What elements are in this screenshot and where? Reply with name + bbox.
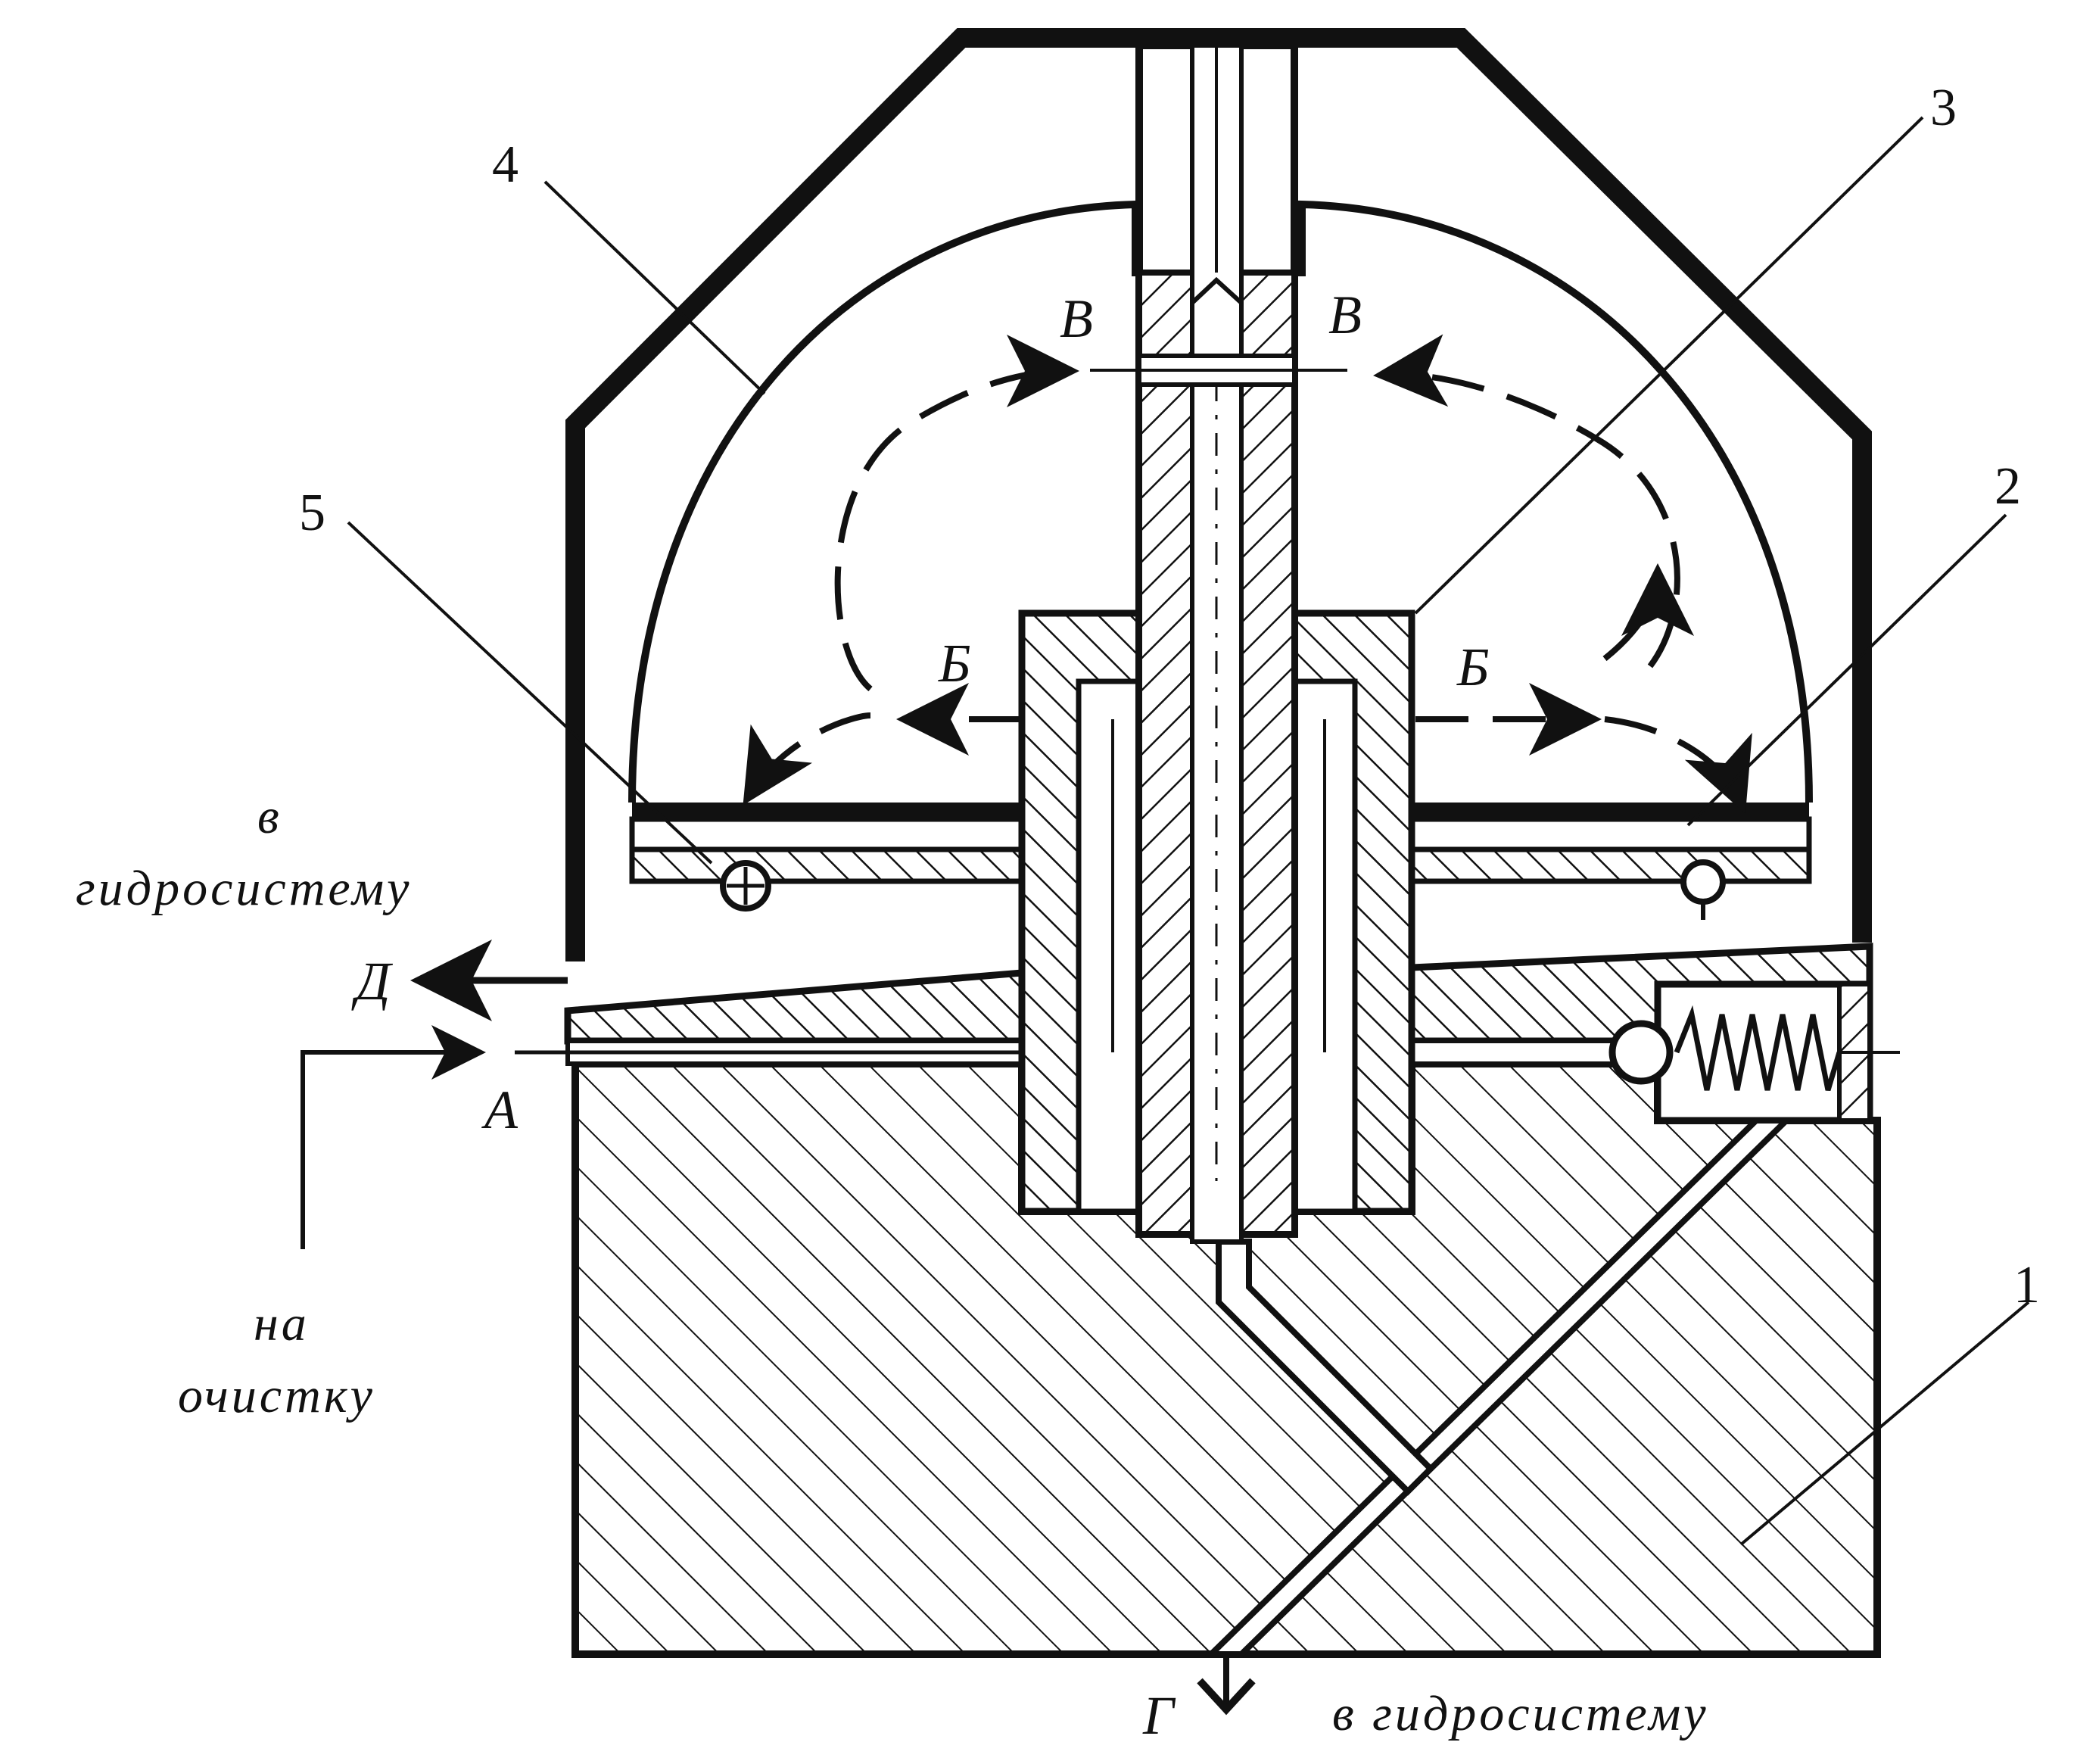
flow-label-A: А xyxy=(481,1080,518,1140)
spring-icon xyxy=(1674,1005,1842,1092)
flow-arrows xyxy=(743,334,1752,814)
part-number-2: 2 xyxy=(1995,457,2021,516)
flow-label-D: Д xyxy=(351,951,394,1011)
relief-valve xyxy=(1608,980,1900,1124)
to-cleaning-line1: на xyxy=(254,1296,310,1351)
valve-ball xyxy=(1608,1020,1674,1085)
flow-label-V-right: В xyxy=(1328,285,1362,345)
flow-arrow-right-lower xyxy=(1604,716,1752,814)
leader-1 xyxy=(1739,1301,2030,1546)
flow-arrow-G xyxy=(1197,1654,1256,1716)
flow-label-V-left: В xyxy=(1060,288,1093,349)
leader-2 xyxy=(1686,513,2007,827)
to-hydrosystem-left-line1: в xyxy=(257,789,282,844)
central-rod xyxy=(1090,42,1347,1244)
to-cleaning-line2: очистку xyxy=(178,1368,375,1423)
part-number-4: 4 xyxy=(492,136,518,194)
part-number-5: 5 xyxy=(299,484,325,542)
leader-lines xyxy=(347,116,2030,1546)
flow-arrow-left-lower xyxy=(743,712,871,806)
leader-5 xyxy=(347,521,713,865)
housing-cover xyxy=(565,28,1872,961)
outlet-channel xyxy=(1204,1117,1794,1657)
part-number-1: 1 xyxy=(2013,1256,2040,1314)
leader-4 xyxy=(543,180,766,395)
to-hydrosystem-bottom: в гидросистему xyxy=(1332,1686,1709,1741)
flow-arrow-right-side xyxy=(1602,563,1694,662)
bolt-right-icon xyxy=(1680,859,1726,905)
part-number-3: 3 xyxy=(1930,79,1957,137)
base-body xyxy=(515,943,1881,1658)
flow-arrow-A xyxy=(301,1025,486,1249)
flow-label-B-left: Б xyxy=(938,633,970,693)
flow-arrow-left-upper xyxy=(834,335,1079,692)
support-plates xyxy=(629,803,1812,920)
flow-arrow-right-upper xyxy=(1373,334,1680,669)
to-hydrosystem-left-line2: гидросистему xyxy=(76,861,412,916)
leader-3 xyxy=(1414,116,1924,615)
flow-label-G: Г xyxy=(1142,1685,1176,1746)
flow-label-B-right: Б xyxy=(1456,637,1489,697)
